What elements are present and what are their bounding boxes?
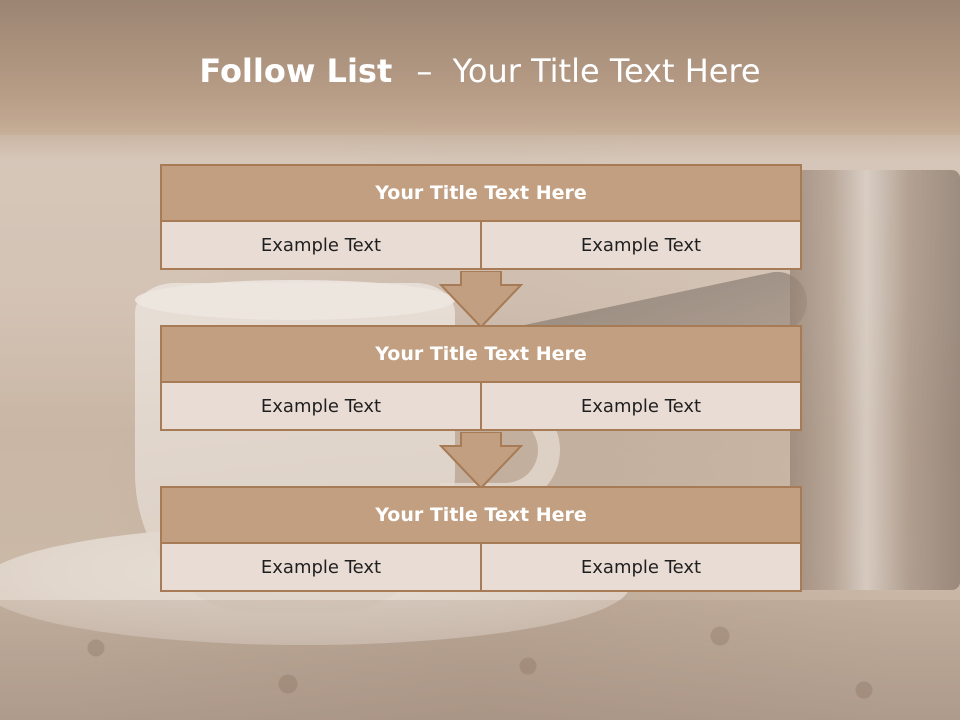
flow-block-cell-right[interactable]: Example Text xyxy=(480,381,802,431)
slide-title-separator: – xyxy=(416,52,433,90)
flow-block-title[interactable]: Your Title Text Here xyxy=(160,486,802,544)
flow-block-row: Example Text Example Text xyxy=(160,542,802,592)
flow-block-3[interactable]: Your Title Text Here Example Text Exampl… xyxy=(160,486,802,592)
header-band xyxy=(0,0,960,135)
down-arrow-icon xyxy=(439,432,523,490)
portafilter-image xyxy=(790,170,960,590)
flow-block-cell-left[interactable]: Example Text xyxy=(160,381,482,431)
flow-block-1[interactable]: Your Title Text Here Example Text Exampl… xyxy=(160,164,802,270)
coffee-beans-image xyxy=(0,600,960,720)
flow-block-cell-right[interactable]: Example Text xyxy=(480,542,802,592)
flow-block-row: Example Text Example Text xyxy=(160,381,802,431)
flow-block-row: Example Text Example Text xyxy=(160,220,802,270)
flow-block-cell-left[interactable]: Example Text xyxy=(160,542,482,592)
slide-title: Follow List – Your Title Text Here xyxy=(0,52,960,90)
flow-block-cell-right[interactable]: Example Text xyxy=(480,220,802,270)
flow-block-2[interactable]: Your Title Text Here Example Text Exampl… xyxy=(160,325,802,431)
down-arrow-icon xyxy=(439,271,523,329)
flow-block-title[interactable]: Your Title Text Here xyxy=(160,325,802,383)
slide-title-rest: Your Title Text Here xyxy=(452,52,761,90)
cup-rim-image xyxy=(135,280,455,320)
slide-title-bold: Follow List xyxy=(199,52,393,90)
flow-block-title[interactable]: Your Title Text Here xyxy=(160,164,802,222)
flow-block-cell-left[interactable]: Example Text xyxy=(160,220,482,270)
